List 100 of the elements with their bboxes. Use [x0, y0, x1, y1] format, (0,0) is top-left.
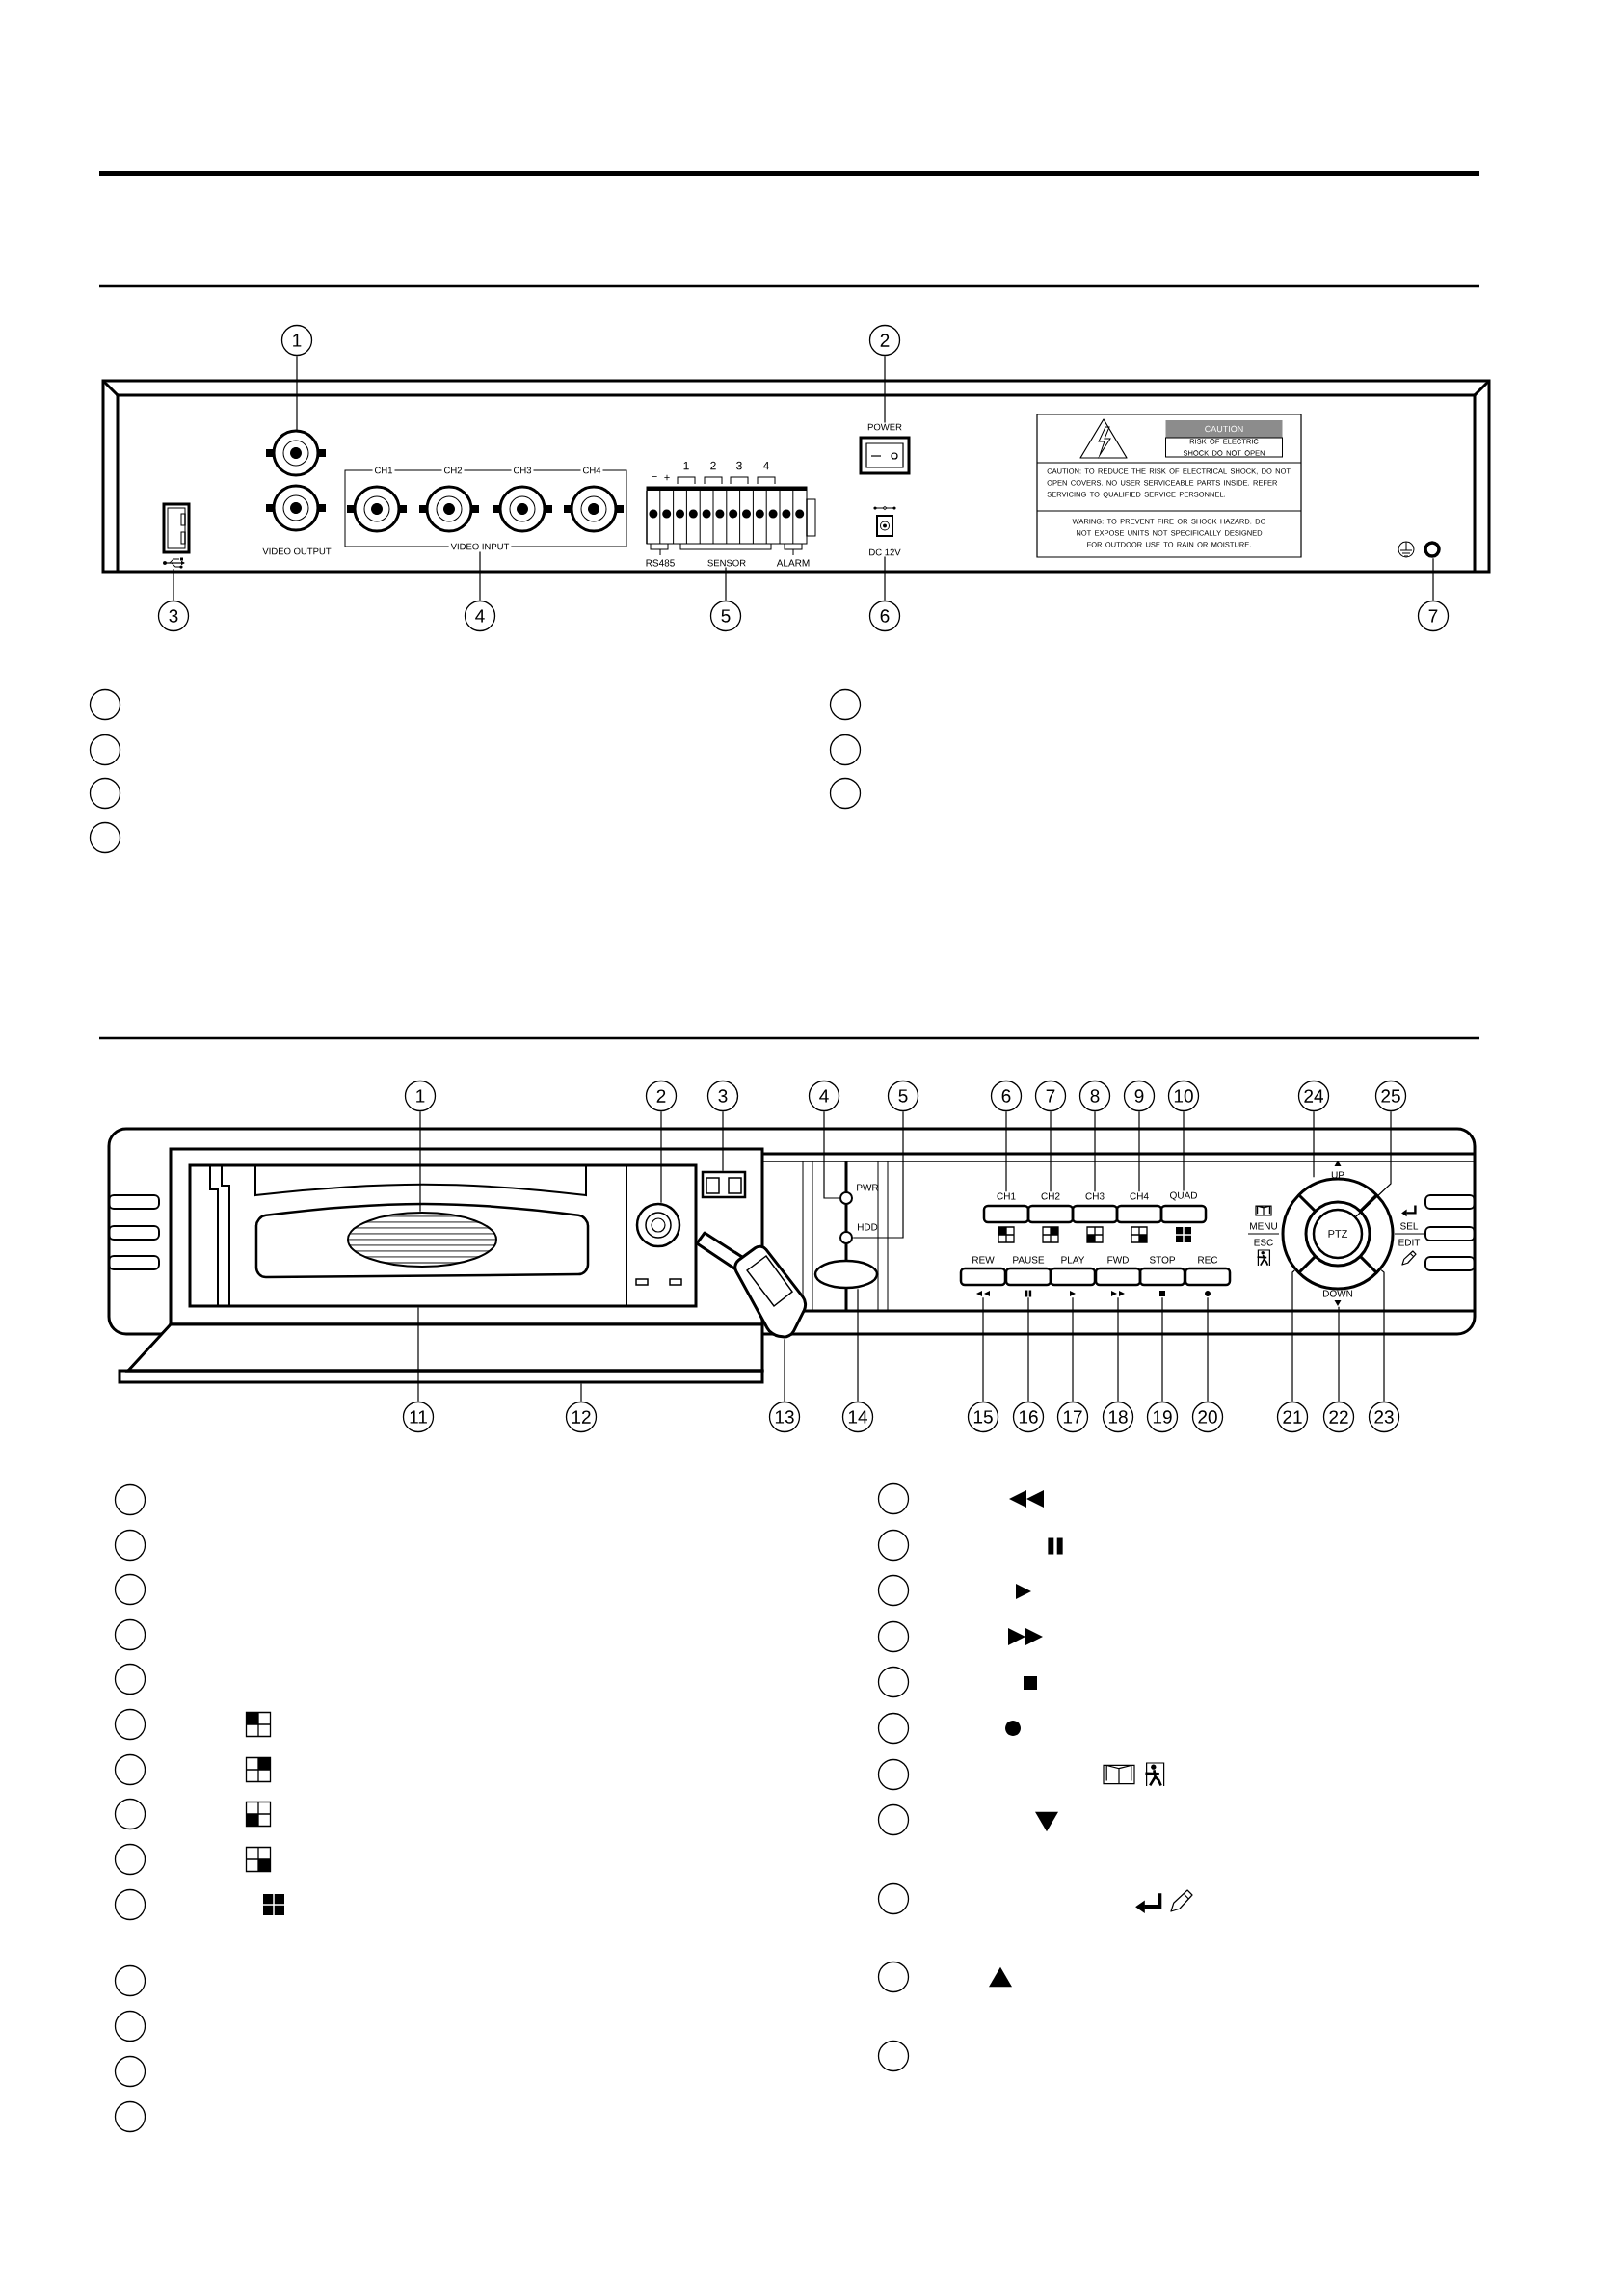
callout-circle [114, 1964, 146, 1997]
leader-line [1380, 1269, 1385, 1402]
callout-circle [877, 1620, 910, 1653]
drawer-drawing [188, 1163, 698, 1308]
callout-circle [114, 1843, 146, 1876]
button-label: MENU [1250, 1222, 1277, 1230]
callout-number: 6 [990, 1080, 1023, 1112]
callout-circle [114, 1573, 146, 1606]
button-label: CH4 [1130, 1192, 1149, 1200]
leader-line [1291, 1269, 1295, 1402]
callout-circle [114, 1888, 146, 1921]
port-label: POWER [867, 423, 902, 431]
button-label: REC [1198, 1256, 1218, 1264]
terminal-number: 4 [762, 461, 769, 470]
callout-circle [877, 1961, 910, 1993]
callout-number: 15 [967, 1401, 999, 1433]
leader-line [1005, 1110, 1007, 1192]
usb-icon [163, 557, 185, 569]
callout-number: 20 [1191, 1401, 1224, 1433]
button-label: SEL [1400, 1222, 1419, 1230]
button-label: CH1 [997, 1192, 1016, 1200]
leader-line [1094, 1110, 1096, 1192]
callout-circle [114, 2010, 146, 2042]
callout-number: 7 [1417, 600, 1450, 632]
callout-circle [114, 1618, 146, 1651]
key-drawing [695, 1231, 808, 1339]
callout-number: 19 [1146, 1401, 1179, 1433]
leader-line [1027, 1296, 1029, 1402]
callout-circle [877, 1803, 910, 1836]
leader-line [417, 1306, 419, 1402]
leader-line [1355, 1110, 1392, 1217]
callout-number: 17 [1056, 1401, 1089, 1433]
pause-icon [1025, 1290, 1032, 1297]
door-drawing [118, 1322, 764, 1384]
callout-number: 4 [808, 1080, 840, 1112]
ptz-button: PTZ [1312, 1208, 1364, 1260]
bnc-connector [493, 485, 552, 533]
leader-line [823, 1110, 840, 1199]
callout-circle [829, 734, 862, 766]
channel-button [1115, 1204, 1163, 1224]
oval-button [813, 1259, 879, 1290]
button-label: QUAD [1170, 1191, 1197, 1201]
callout-circle [89, 821, 121, 854]
leader-line [884, 355, 886, 424]
leader-line [1050, 1110, 1052, 1192]
callout-number: 6 [868, 600, 901, 632]
callout-number: 2 [868, 324, 901, 357]
callout-number: 3 [157, 600, 190, 632]
button-label: STOP [1149, 1256, 1175, 1264]
button-label: FWD [1107, 1256, 1129, 1264]
leader-line [725, 566, 727, 601]
callout-number: 7 [1034, 1080, 1067, 1112]
leader-line [173, 568, 174, 601]
led-label: HDD [858, 1223, 878, 1231]
callout-circle [877, 1712, 910, 1745]
terminal-number: 3 [736, 461, 742, 470]
callout-number: 14 [841, 1401, 874, 1433]
leader-line [1072, 1296, 1074, 1402]
rewind-icon [976, 1291, 990, 1296]
callout-circle [877, 1529, 910, 1562]
callout-circle [89, 734, 121, 766]
button-label: UP [1331, 1171, 1344, 1179]
callout-number: 16 [1012, 1401, 1045, 1433]
callout-number: 12 [565, 1401, 598, 1433]
leader-line [1432, 557, 1434, 601]
leader-line [419, 1110, 421, 1213]
callout-number: 18 [1102, 1401, 1134, 1433]
leader-line [580, 1382, 582, 1402]
callout-number: 5 [887, 1080, 919, 1112]
fast-forward-icon [1111, 1291, 1125, 1296]
port-label: DC 12V [869, 548, 901, 556]
channel-button [1026, 1204, 1075, 1224]
callout-number: 25 [1374, 1080, 1407, 1112]
callout-number: 24 [1297, 1080, 1330, 1112]
leader-line [1161, 1296, 1163, 1402]
channel-label: CH1 [372, 465, 395, 476]
callout-number: 1 [404, 1080, 437, 1112]
button-label: ESC [1254, 1239, 1273, 1246]
leader-line [1117, 1296, 1119, 1402]
channel-button [982, 1204, 1030, 1224]
button-label: PLAY [1061, 1256, 1085, 1264]
port-label: SENSOR [707, 559, 746, 567]
callout-circle [877, 1666, 910, 1698]
callout-circle [829, 777, 862, 810]
callout-number: 21 [1276, 1401, 1309, 1433]
callout-number: 2 [645, 1080, 678, 1112]
port-label: ALARM [776, 559, 810, 567]
callout-circle [114, 1529, 146, 1562]
leader-line [857, 1288, 859, 1402]
bnc-connector [564, 485, 624, 533]
callout-circle [877, 1574, 910, 1607]
callout-circle [89, 777, 121, 810]
button-label: PAUSE [1013, 1256, 1045, 1264]
terminal-number: 1 [683, 461, 689, 470]
callout-circle [829, 688, 862, 721]
leader-line [1183, 1110, 1185, 1191]
port-label: VIDEO INPUT [448, 541, 512, 552]
leader-line [1338, 1306, 1340, 1402]
callout-circle [877, 1758, 910, 1791]
channel-label: CH3 [511, 465, 534, 476]
